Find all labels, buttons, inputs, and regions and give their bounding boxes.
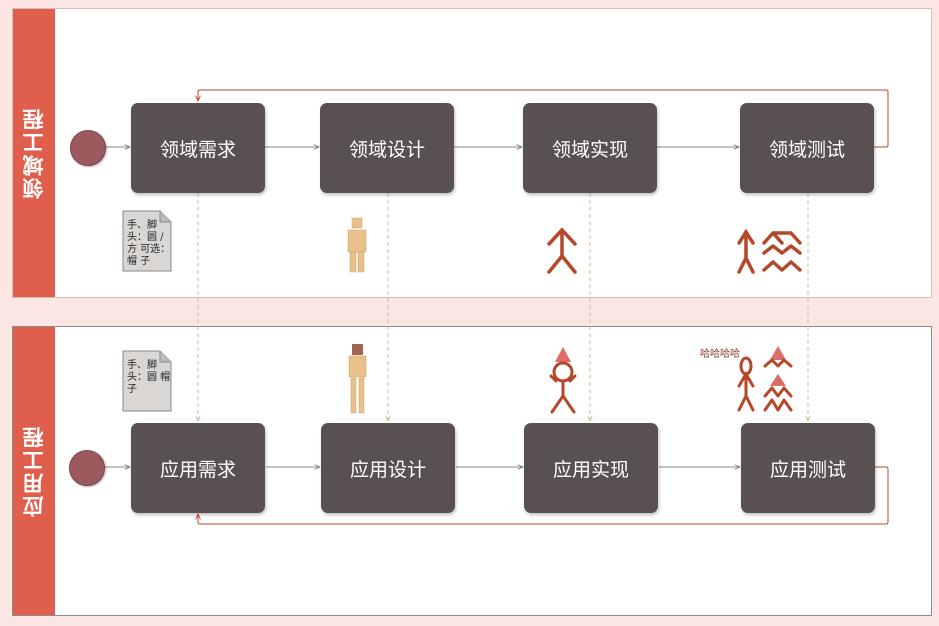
stick-figure-round-head-icon — [737, 356, 755, 412]
application-requirements-note: 手、脚 头：圆 帽子 — [122, 350, 172, 412]
domain-start-node — [70, 130, 106, 166]
application-note-text: 手、脚 头：圆 帽子 — [127, 360, 171, 395]
document-icon — [122, 350, 172, 412]
step-domain-requirements[interactable]: 领域需求 — [131, 103, 265, 193]
stick-figure-arrow-icon — [737, 228, 755, 274]
stick-figure-icon — [547, 227, 577, 274]
domain-requirements-note: 手、脚 头：圆 / 方 可选：帽 子 — [122, 210, 172, 272]
zigzag-figure-icon — [762, 231, 802, 272]
step-application-testing[interactable]: 应用测试 — [741, 423, 875, 513]
block-figure-icon — [347, 217, 367, 273]
step-domain-design[interactable]: 领域设计 — [320, 103, 454, 193]
block-figure-with-head-icon — [348, 344, 367, 414]
application-feedback-loop — [198, 466, 889, 525]
zigzag-figure-with-hats-icon — [763, 346, 793, 412]
domain-feedback-loop — [198, 89, 889, 148]
testing-annotation: 哈哈哈哈 — [700, 349, 740, 360]
domain-note-text: 手、脚 头：圆 / 方 可选：帽 子 — [127, 220, 171, 267]
stick-figure-with-hat-icon — [549, 347, 577, 414]
document-icon — [122, 210, 172, 272]
domain-lane-header: 领域工程 — [13, 9, 55, 297]
step-application-design[interactable]: 应用设计 — [321, 423, 455, 513]
step-domain-testing[interactable]: 领域测试 — [740, 103, 874, 193]
step-application-implementation[interactable]: 应用实现 — [524, 423, 658, 513]
step-application-requirements[interactable]: 应用需求 — [131, 423, 265, 513]
application-lane-header: 应用工程 — [13, 327, 55, 615]
step-domain-implementation[interactable]: 领域实现 — [523, 103, 657, 193]
application-start-node — [69, 450, 105, 486]
